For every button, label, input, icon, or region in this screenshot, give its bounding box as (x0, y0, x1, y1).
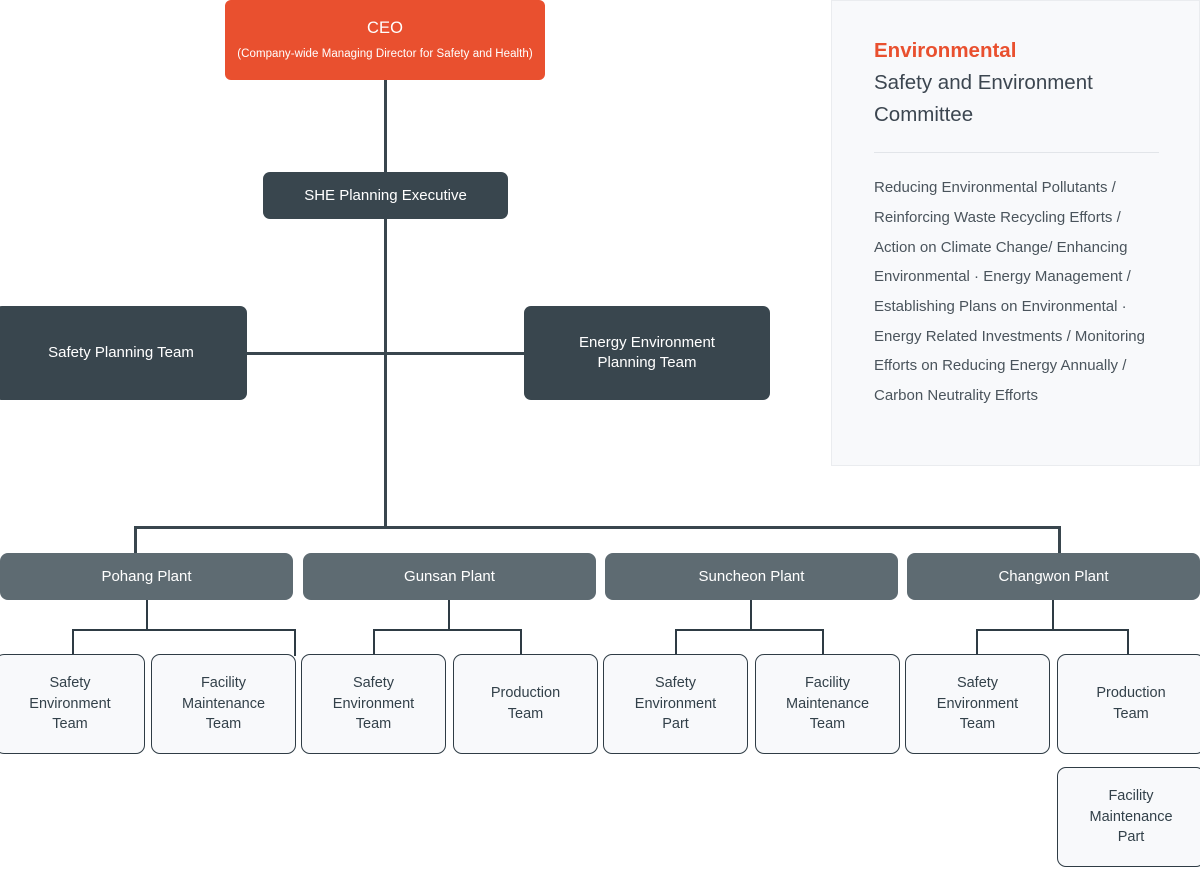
connector-suncheon-bar (675, 629, 823, 631)
panel-heading-line-1: Safety and Environment (874, 70, 1093, 94)
panel-heading-highlight: Environmental (874, 39, 1017, 62)
leaf-line-2: Team (507, 706, 544, 722)
connector-ceo-to-executive (384, 80, 387, 173)
leaf-line-2: Team (1113, 706, 1149, 722)
connector-pohang-child-2 (294, 629, 296, 656)
node-gunsan-safety-environment-team[interactable]: Safety Environment Team (301, 654, 446, 754)
panel-divider (874, 152, 1159, 154)
leaf-line-3: Team (809, 716, 846, 733)
leaf-line-1: Safety (654, 675, 697, 692)
panel-heading: Environmental Safety and Environment Com… (874, 35, 1159, 130)
leaf-line-1: Safety (49, 675, 91, 692)
connector-suncheon-stem (750, 600, 752, 630)
connector-changwon-child-2 (1127, 629, 1129, 656)
leaf-line-2: Maintenance (181, 695, 266, 712)
connector-executive-spine (384, 219, 387, 527)
node-safety-planning-label: Safety Planning Team (48, 344, 194, 362)
leaf-line-2: Environment (634, 695, 717, 712)
panel-heading-line-2: Committee (874, 102, 974, 126)
connector-staff-crossbar (245, 352, 525, 355)
connector-drop-changwon (1058, 526, 1061, 553)
panel-body-text: Reducing Environmental Pollutants / Rein… (874, 179, 1145, 405)
node-pohang-facility-maintenance-team[interactable]: Facility Maintenance Team (151, 654, 296, 754)
node-energy-environment-planning-team[interactable]: Energy Environment Planning Team (524, 306, 770, 400)
leaf-line-2: Maintenance (1089, 808, 1173, 825)
leaf-line-1: Facility (804, 675, 851, 692)
connector-gunsan-bar (373, 629, 521, 631)
node-energy-line-1: Energy Environment (579, 334, 715, 352)
node-plant-suncheon[interactable]: Suncheon Plant (605, 553, 898, 600)
node-plant-suncheon-label: Suncheon Plant (698, 567, 805, 585)
connector-changwon-stem (1052, 600, 1054, 630)
connector-suncheon-child-1 (675, 629, 677, 656)
node-plant-changwon-label: Changwon Plant (998, 567, 1109, 585)
connector-gunsan-child-1 (373, 629, 375, 656)
node-she-label: SHE Planning Executive (304, 186, 467, 204)
connector-pohang-stem (146, 600, 148, 630)
leaf-line-3: Team (205, 716, 242, 733)
leaf-line-2: Maintenance (785, 695, 870, 712)
connector-plant-bus (134, 526, 1061, 529)
connector-changwon-child-1 (976, 629, 978, 656)
node-plant-pohang[interactable]: Pohang Plant (0, 553, 293, 600)
node-energy-line-2: Planning Team (597, 354, 697, 371)
node-ceo[interactable]: CEO (Company-wide Managing Director for … (225, 0, 545, 80)
node-plant-gunsan-label: Gunsan Plant (404, 567, 495, 585)
leaf-line-3: Part (1117, 829, 1145, 846)
leaf-line-1: Safety (956, 675, 999, 692)
leaf-line-1: Facility (1108, 788, 1154, 805)
connector-changwon-bar (976, 629, 1128, 631)
environmental-safety-committee-panel: Environmental Safety and Environment Com… (831, 0, 1200, 466)
node-suncheon-facility-maintenance-team[interactable]: Facility Maintenance Team (755, 654, 900, 754)
node-pohang-safety-environment-team[interactable]: Safety Environment Team (0, 654, 145, 754)
node-plant-gunsan[interactable]: Gunsan Plant (303, 553, 596, 600)
connector-pohang-bar (72, 629, 296, 631)
node-changwon-facility-maintenance-part[interactable]: Facility Maintenance Part (1057, 767, 1200, 867)
node-safety-planning-team[interactable]: Safety Planning Team (0, 306, 247, 400)
node-ceo-title: CEO (366, 19, 404, 38)
connector-suncheon-child-2 (822, 629, 824, 656)
leaf-line-2: Environment (29, 695, 111, 712)
leaf-line-3: Team (52, 716, 88, 733)
leaf-line-3: Team (355, 716, 392, 733)
node-suncheon-safety-environment-part[interactable]: Safety Environment Part (603, 654, 748, 754)
connector-gunsan-stem (448, 600, 450, 630)
leaf-line-1: Production (490, 685, 561, 702)
connector-gunsan-child-2 (520, 629, 522, 656)
leaf-line-1: Production (1096, 685, 1166, 702)
node-she-planning-executive[interactable]: SHE Planning Executive (263, 172, 508, 219)
node-changwon-production-team[interactable]: Production Team (1057, 654, 1200, 754)
leaf-line-2: Environment (936, 695, 1019, 712)
leaf-line-1: Facility (200, 675, 247, 692)
leaf-line-3: Part (662, 716, 689, 733)
leaf-line-1: Safety (352, 675, 395, 692)
connector-pohang-child-1 (72, 629, 74, 656)
node-changwon-safety-environment-team[interactable]: Safety Environment Team (905, 654, 1050, 754)
leaf-line-2: Environment (332, 695, 415, 712)
node-gunsan-production-team[interactable]: Production Team (453, 654, 598, 754)
node-plant-changwon[interactable]: Changwon Plant (907, 553, 1200, 600)
connector-drop-pohang (134, 526, 137, 553)
node-plant-pohang-label: Pohang Plant (101, 567, 192, 585)
node-ceo-subtitle: (Company-wide Managing Director for Safe… (237, 47, 533, 60)
leaf-line-3: Team (959, 716, 996, 733)
